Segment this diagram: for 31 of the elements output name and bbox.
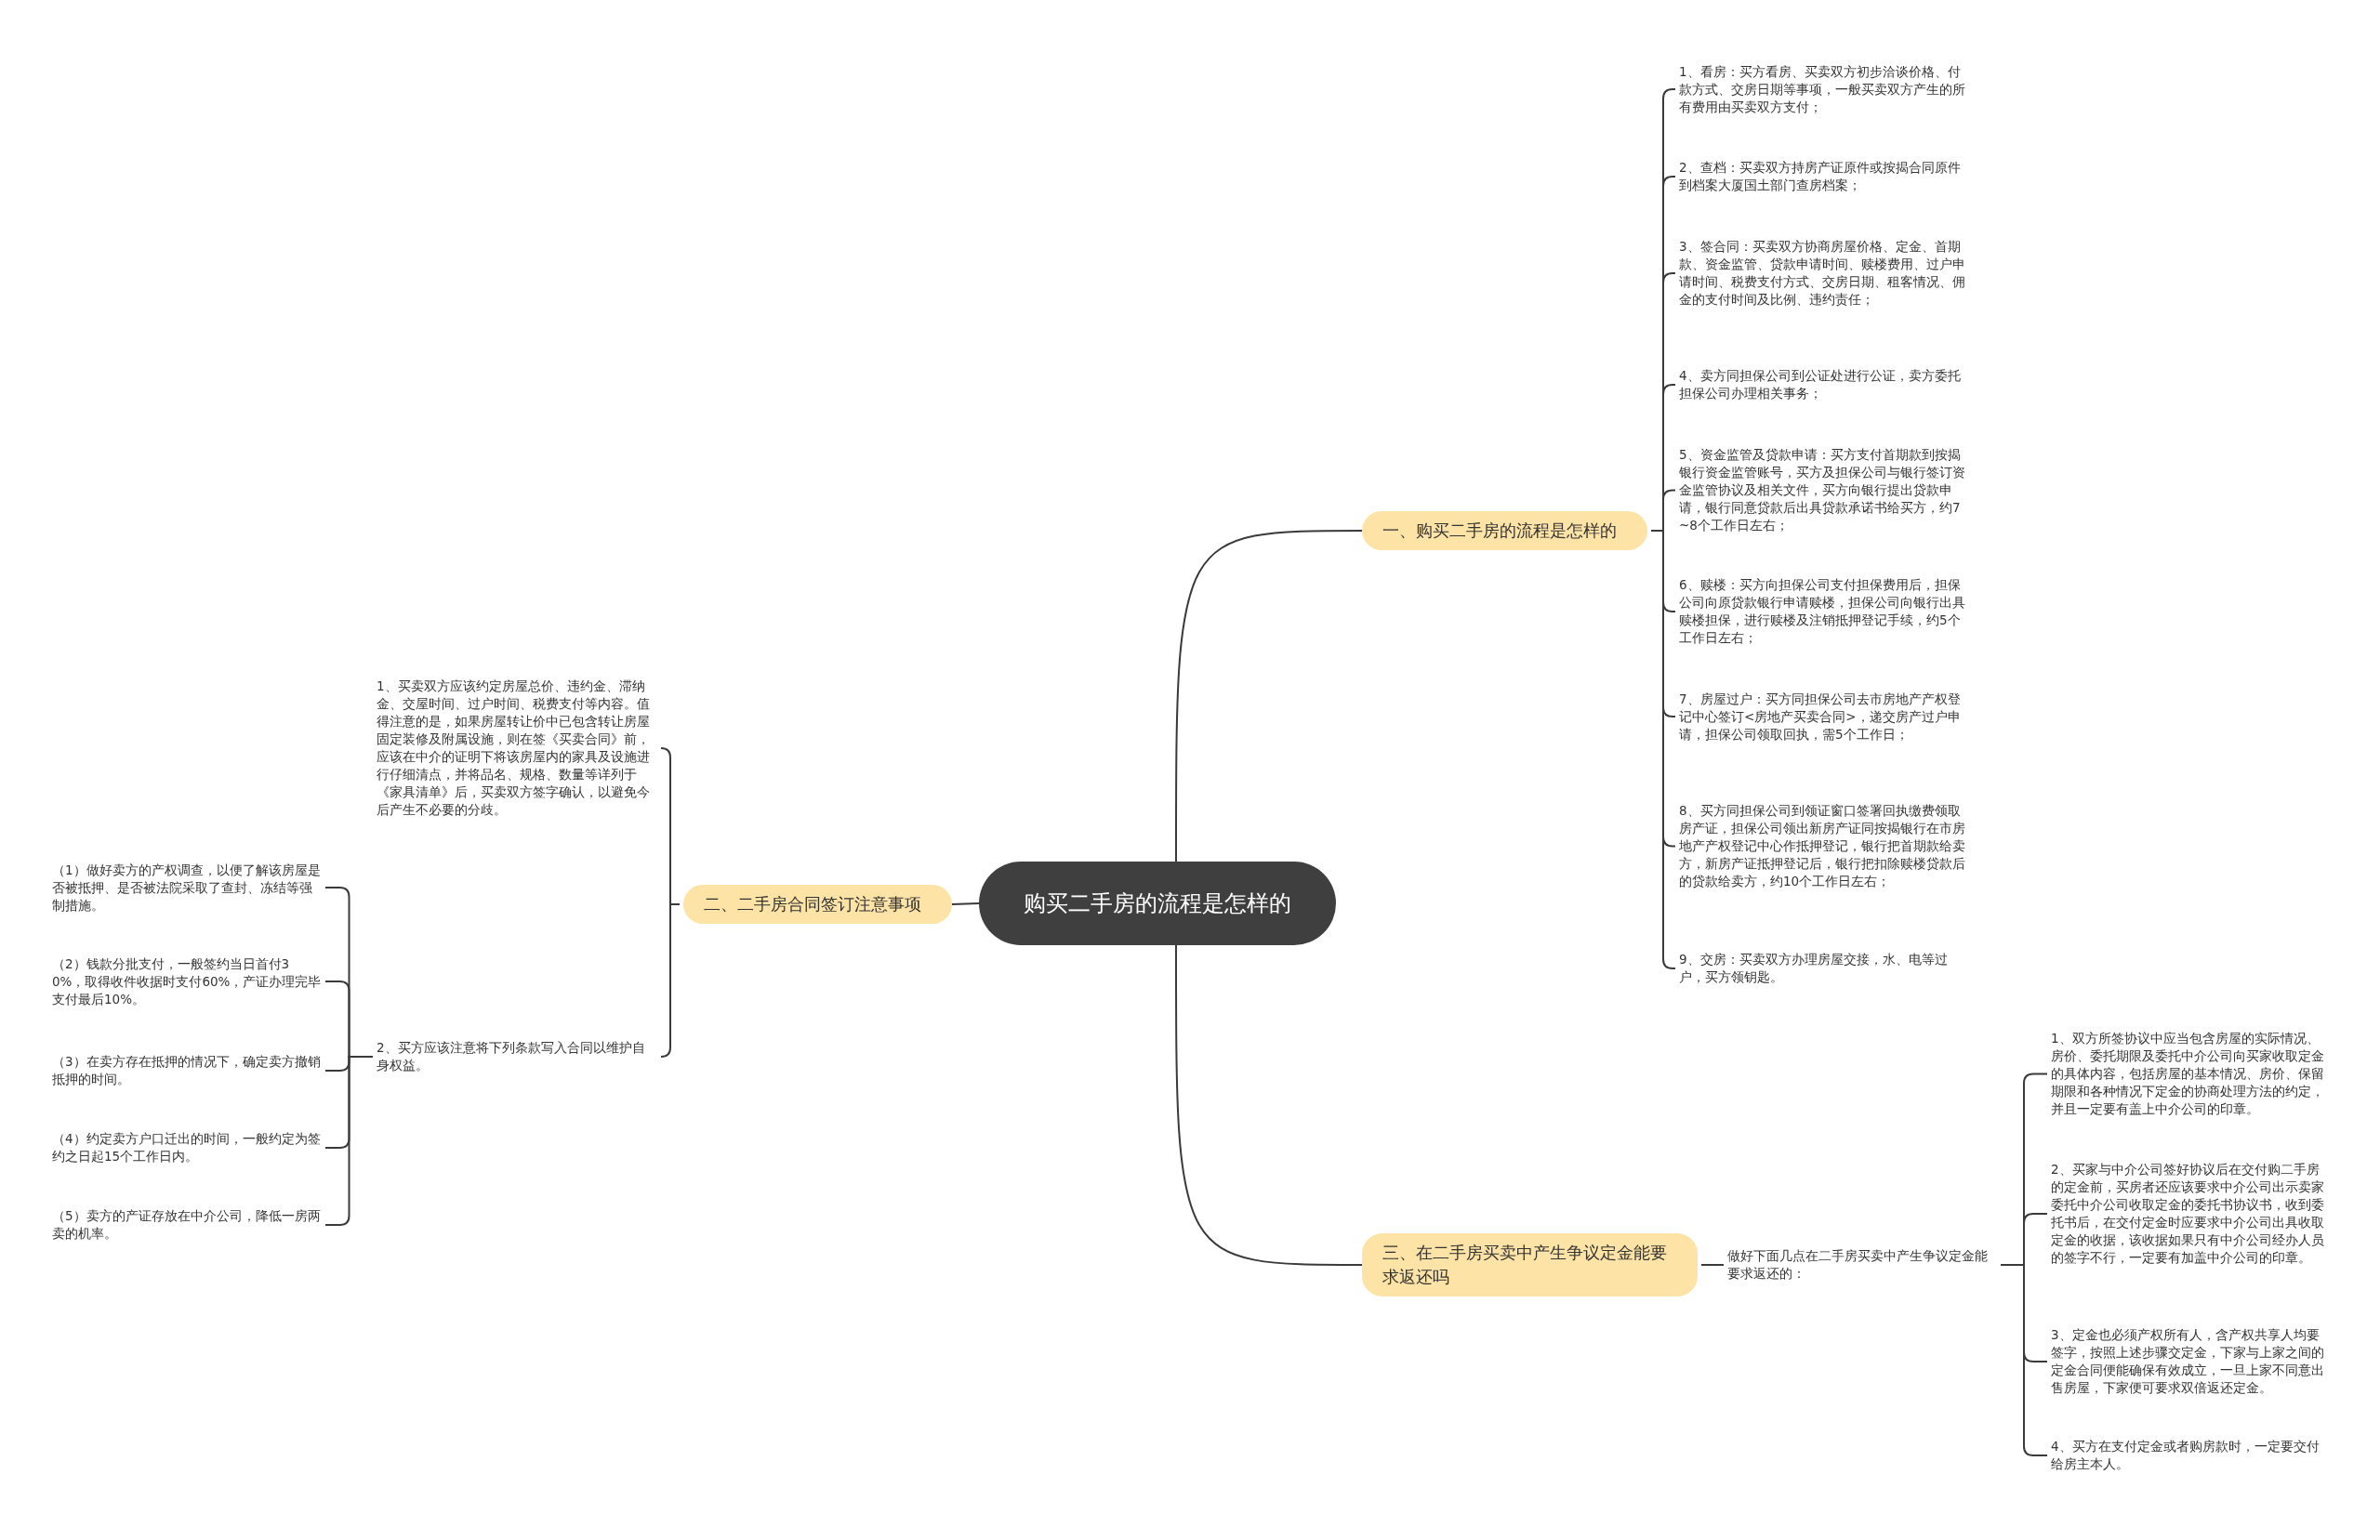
note-text: 4、卖方同担保公司到公证处进行公证，卖方委托担保公司办理相关事务；: [1679, 367, 1967, 402]
note-text: 8、买方同担保公司到领证窗口签署回执缴费领取房产证，担保公司领出新房产证同按揭银行在市房地产产权登记中心作抵押登记，银行把首期款给卖方，新房产证抵押登记后，银行把扣除赎楼贷款后的贷款给卖方，约10个工作日左右；: [1679, 802, 1967, 890]
branch-topic: 三、在二手房买卖中产生争议定金能要求返还吗: [1362, 1233, 1698, 1296]
branch-topic: 二、二手房合同签订注意事项: [683, 885, 952, 924]
connector-line: [1650, 530, 1676, 969]
note-text: 1、双方所签协议中应当包含房屋的实际情况、房价、委托期限及委托中介公司向买家收取定金的具体内容，包括房屋的基本情况、房价、保留期限和各种情况下定金的协商处理方法的约定，并且一定要有盖上中介公司的印章。: [2051, 1030, 2330, 1118]
note-text: 3、定金也必须产权所有人，含产权共享人均要签字，按照上述步骤交定金，下家与上家之间的定金合同便能确保有效成立，一旦上家不同意出售房屋，下家便可要求双倍返还定金。: [2051, 1326, 2330, 1397]
note-text: （5）卖方的产证存放在中介公司，降低一房两卖的机率。: [52, 1207, 322, 1243]
note-text: 1、看房：买方看房、买卖双方初步洽谈价格、付款方式、交房日期等事项，一般买卖双方产生的所有费用由买卖双方支付；: [1679, 63, 1967, 116]
note-text: 5、资金监管及贷款申请：买方支付首期款到按揭银行资金监管账号，买方及担保公司与银行签订资金监管协议及相关文件，买方向银行提出贷款申请，银行同意贷款后出具贷款承诺书给买方，约7~8个工作日左右；: [1679, 446, 1967, 534]
central-topic: 购买二手房的流程是怎样的: [979, 862, 1336, 945]
note-text: （3）在卖方存在抵押的情况下，确定卖方撤销抵押的时间。: [52, 1053, 322, 1088]
note-text: 做好下面几点在二手房买卖中产生争议定金能要求返还的：: [1727, 1247, 1997, 1283]
connector-line: [1175, 530, 1363, 862]
note-text: 7、房屋过户：买方同担保公司去市房地产产权登记中心签订<房地产买卖合同>，递交房产过户申请，担保公司领取回执，需5个工作日；: [1679, 691, 1967, 744]
connector-line: [1175, 944, 1363, 1266]
note-text: （4）约定卖方户口迁出的时间，一般约定为签约之日起15个工作日内。: [52, 1130, 322, 1165]
note-text: （1）做好卖方的产权调查，以便了解该房屋是否被抵押、是否被法院采取了查封、冻结等强制措施。: [52, 862, 322, 915]
connector-line: [951, 902, 980, 905]
note-text: 6、赎楼：买方向担保公司支付担保费用后，担保公司向原贷款银行申请赎楼，担保公司向银行出具赎楼担保，进行赎楼及注销抵押登记手续，约5个工作日左右；: [1679, 576, 1967, 647]
note-text: 3、签合同：买卖双方协商房屋价格、定金、首期款、资金监管、贷款申请时间、赎楼费用、过户申请时间、税费支付方式、交房日期、租客情况、佣金的支付时间及比例、违约责任；: [1679, 238, 1967, 309]
note-text: 2、查档：买卖双方持房产证原件或按揭合同原件到档案大厦国土部门查房档案；: [1679, 159, 1967, 194]
note-text: 2、买家与中介公司签好协议后在交付购二手房的定金前，买房者还应该要求中介公司出示卖家委托中介公司收取定金的委托书协议书，收到委托书后，在交付定金时应要求中介公司出具收取定金的收据，该收据如果只有中介公司经办人员的签字不行，一定要有加盖中介公司的印章。: [2051, 1161, 2330, 1267]
note-text: （2）钱款分批支付，一般签约当日首付30%，取得收件收据时支付60%，产证办理完毕支付最后10%。: [52, 955, 322, 1008]
connector-line: [1700, 1264, 1725, 1266]
note-text: 1、买卖双方应该约定房屋总价、违约金、滞纳金、交屋时间、过户时间、税费支付等内容。值得注意的是，如果房屋转让价中已包含转让房屋固定装修及附属设施，则在签《买卖合同》前，应该在中介的证明下将该房屋内的家具及设施进行仔细清点，并将品名、规格、数量等详列于《家具清单》后，买卖双方签字确认，以避免今后产生不必要的分歧。: [377, 678, 657, 819]
branch-topic: 一、购买二手房的流程是怎样的: [1362, 511, 1647, 550]
connector-line: [660, 903, 681, 1058]
note-text: 4、买方在支付定金或者购房款时，一定要交付给房主本人。: [2051, 1438, 2330, 1473]
note-text: 2、买方应该注意将下列条款写入合同以维护自身权益。: [377, 1039, 657, 1074]
note-text: 9、交房：买卖双方办理房屋交接，水、电等过户，买方领钥匙。: [1679, 951, 1967, 986]
